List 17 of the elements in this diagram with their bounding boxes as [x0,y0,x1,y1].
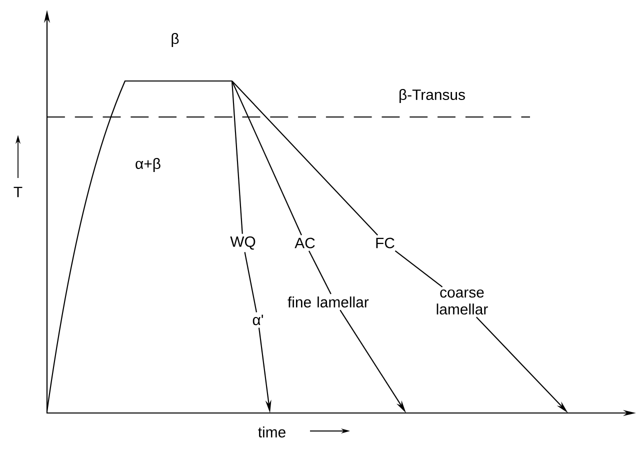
region-label: T [14,186,22,198]
cooling-line [244,252,258,312]
phase-label: α' [252,314,263,326]
region-label: α+β [136,158,160,172]
phase-label: AC [294,238,315,248]
cooling-line [231,80,243,234]
region-label: β [172,33,179,47]
phase-label: coarse lamellar [436,289,488,315]
cooling-line [394,250,443,288]
phase-label: fine lamellar [288,296,369,308]
phase-label: FC [376,238,394,248]
phase-label: WQ [230,236,256,250]
cooling-line [308,250,332,294]
cooling-line [232,80,302,236]
region-label: time [258,426,286,438]
cooling-line [232,80,378,236]
region-label: β-Transus [400,89,465,103]
